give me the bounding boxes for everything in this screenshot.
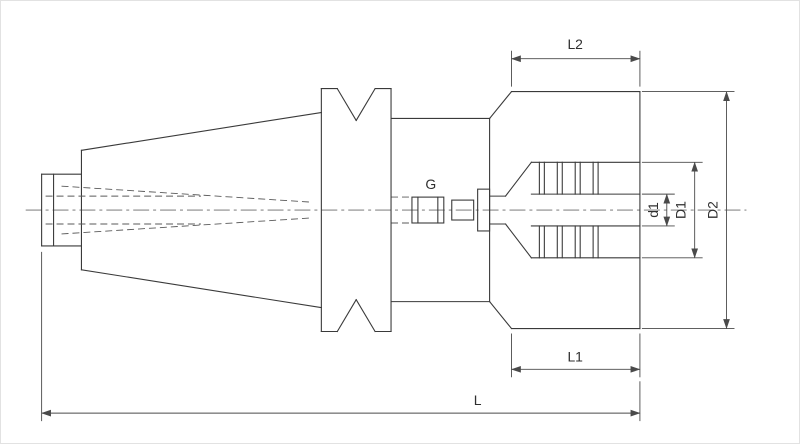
neck-section xyxy=(390,117,491,303)
taper-shank xyxy=(41,111,322,309)
dimension-l1: L1 xyxy=(511,333,641,378)
D2-label: D2 xyxy=(705,201,721,219)
l-label: L xyxy=(474,392,482,408)
dimension-d1: d1 xyxy=(641,193,675,227)
coolant-thread-assembly xyxy=(411,188,507,232)
dimension-l2: L2 xyxy=(511,36,641,87)
bore-detail xyxy=(504,161,641,259)
dimension-D1: D1 xyxy=(641,161,703,259)
chuck-body xyxy=(488,90,641,330)
thread-g-label: G xyxy=(425,176,436,192)
retention-flange xyxy=(320,87,392,333)
hidden-bore-lines xyxy=(45,185,412,235)
dimension-l: L xyxy=(41,251,641,422)
D1-label: D1 xyxy=(673,201,689,219)
d1-small-label: d1 xyxy=(645,202,661,218)
dimension-D2: D2 xyxy=(641,91,735,330)
l2-label: L2 xyxy=(567,36,583,52)
l1-label: L1 xyxy=(567,348,583,364)
